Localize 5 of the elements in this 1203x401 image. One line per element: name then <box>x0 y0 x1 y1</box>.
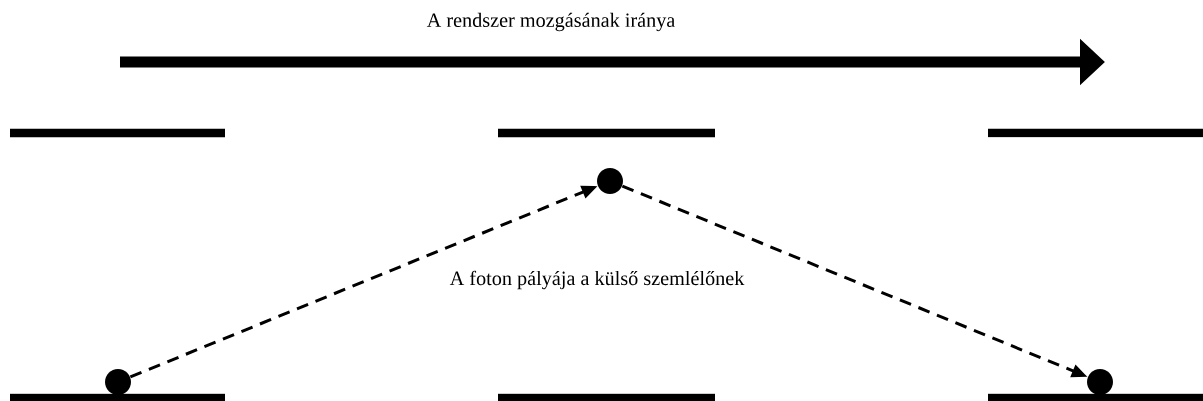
label-text: A foton pályája a külső szemlélőnek <box>449 270 745 290</box>
dot <box>1087 369 1113 395</box>
label-text: A rendszer mozgásának iránya <box>426 12 675 32</box>
dot <box>597 168 623 194</box>
dot <box>105 369 131 395</box>
